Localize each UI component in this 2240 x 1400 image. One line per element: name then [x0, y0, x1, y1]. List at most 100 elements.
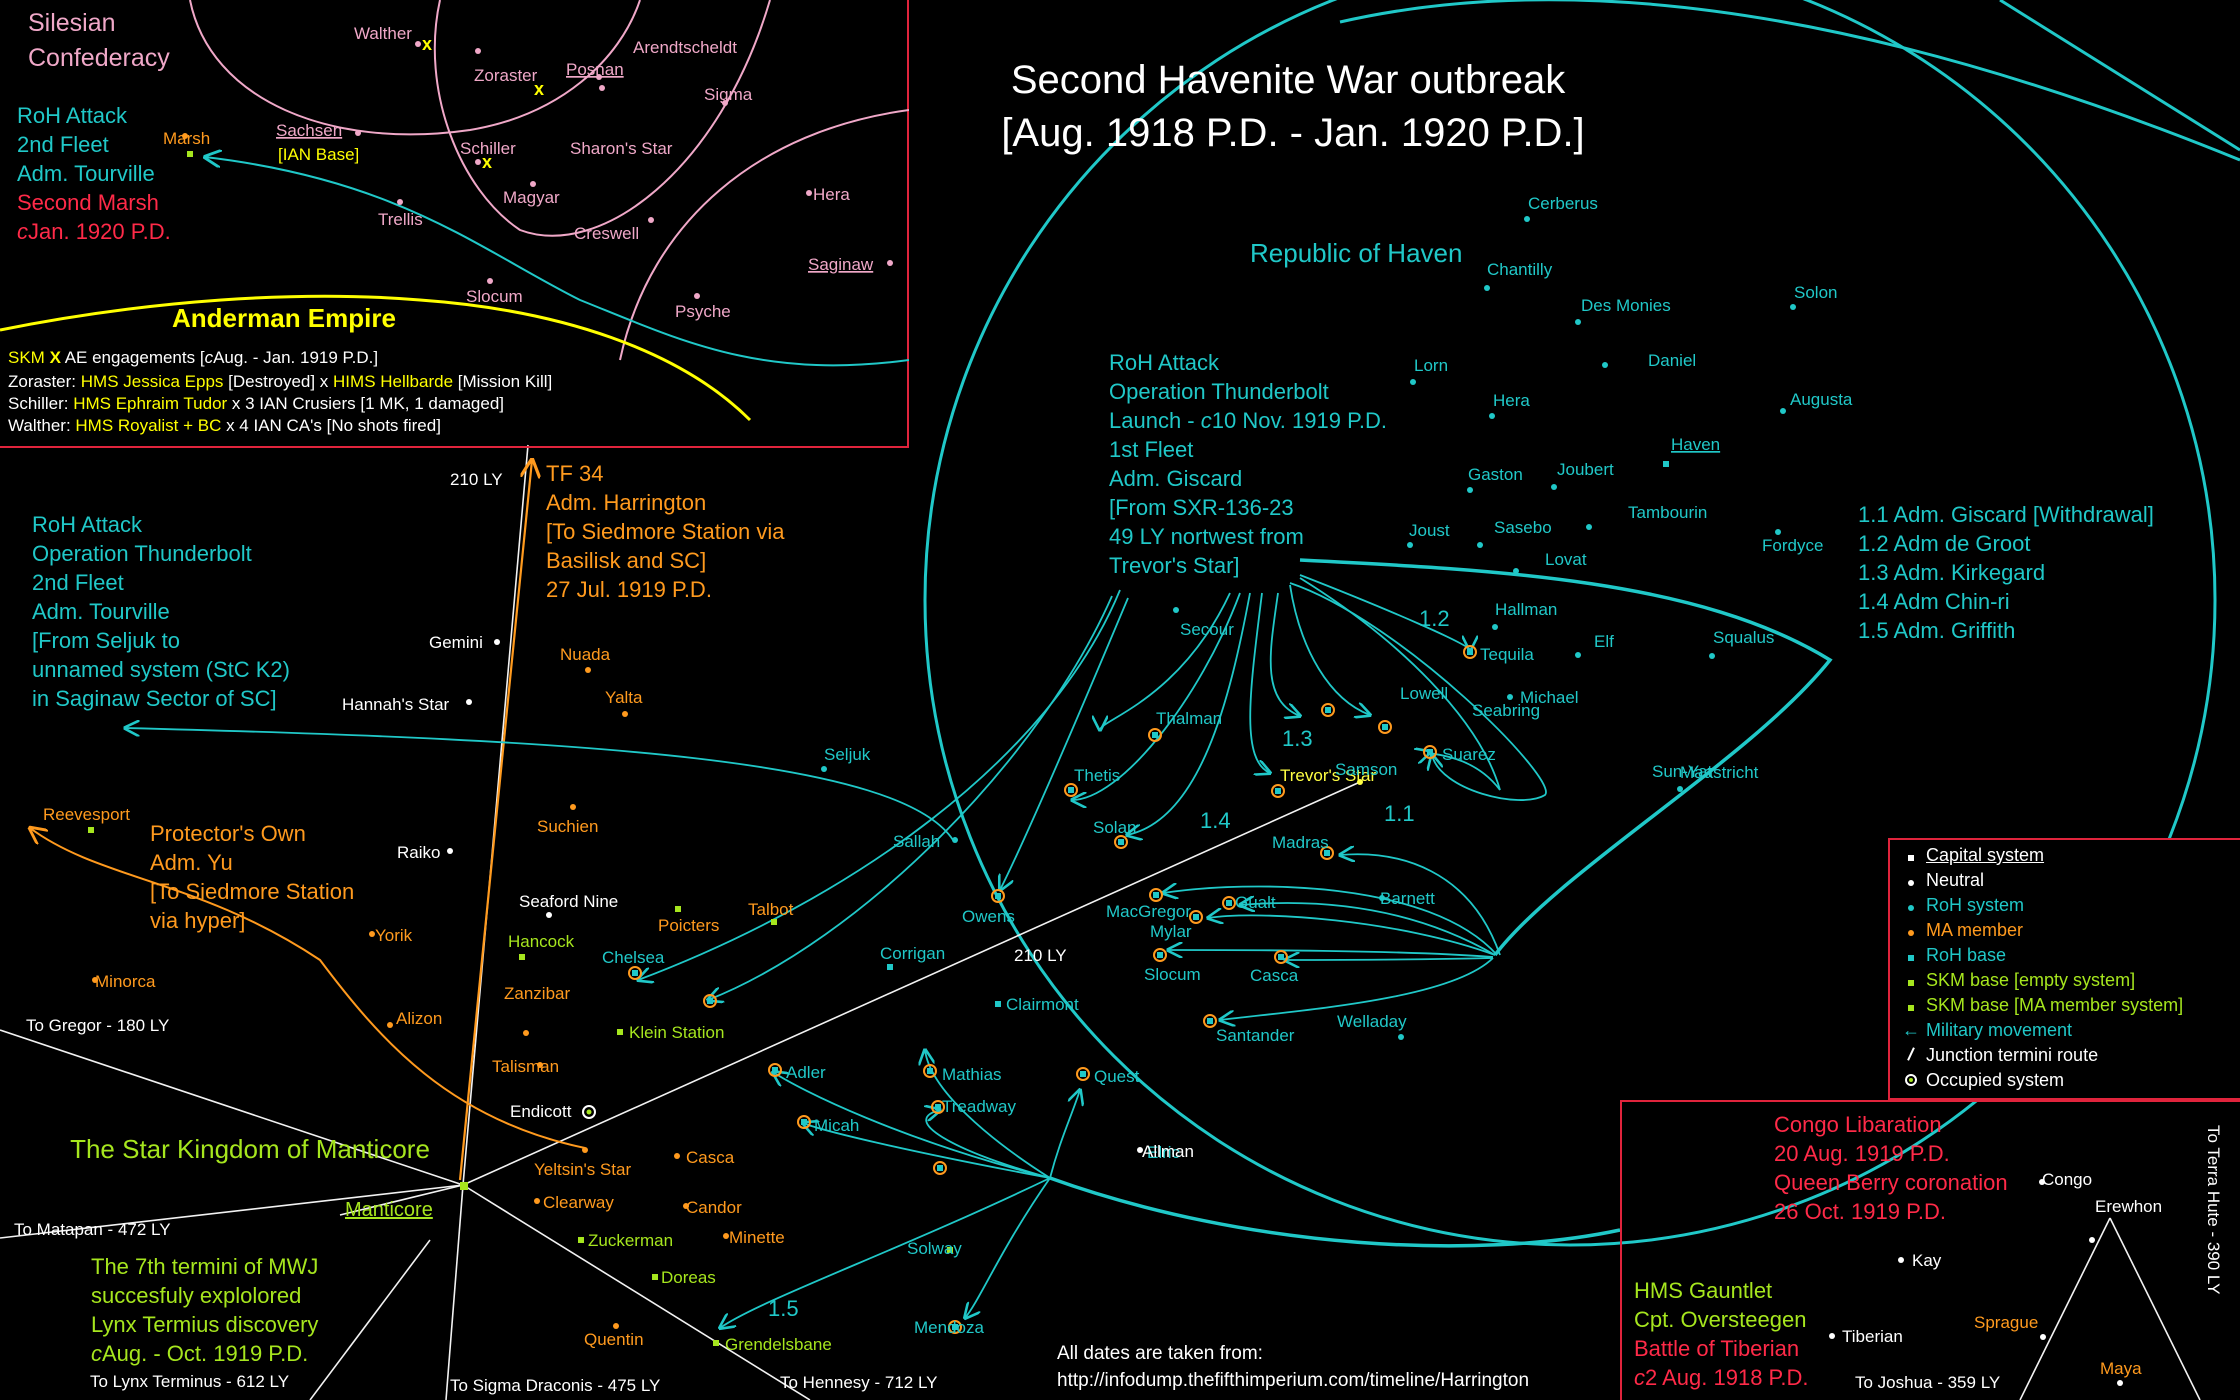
- thunderbolt-1st: RoH Attack: [1109, 350, 1220, 375]
- ma-system-label: Clearway: [543, 1193, 614, 1212]
- haven-system-label: Suarez: [1442, 745, 1496, 764]
- ma-system-label: Yalta: [605, 688, 643, 707]
- lynx-note: The 7th termini of MWJ: [91, 1254, 318, 1279]
- tf34-route: [458, 460, 532, 1181]
- haven-system-label: Elric: [1147, 1143, 1181, 1162]
- thunderbolt-1st: 49 LY nortwest from: [1109, 524, 1304, 549]
- thunderbolt-1st: Adm. Giscard: [1109, 466, 1242, 491]
- lynx-note: Lynx Termius discovery: [91, 1312, 318, 1337]
- fleet-tag: 1.3: [1282, 726, 1313, 751]
- thunderbolt-1st: Trevor's Star]: [1109, 553, 1240, 578]
- gauntlet-note: Cpt. Oversteegen: [1634, 1307, 1806, 1332]
- haven-system-label: Squalus: [1713, 628, 1774, 647]
- protector-label: [To Siedmore Station: [150, 879, 354, 904]
- protector-label: Adm. Yu: [150, 850, 233, 875]
- haven-systems: [821, 216, 1796, 1040]
- thunderbolt-2nd: Operation Thunderbolt: [32, 541, 252, 566]
- ma-system-label: Talbot: [748, 900, 794, 919]
- haven-system-label: Cerberus: [1528, 194, 1598, 213]
- fleet-tag: 1.4: [1200, 808, 1231, 833]
- fleet-list: 1.3 Adm. Kirkegard: [1858, 560, 2045, 585]
- fleet-tag: 1.1: [1384, 801, 1415, 826]
- distance-label: To Terra Hute - 390 LY: [2204, 1125, 2223, 1294]
- ma-system-label: Talisman: [492, 1057, 559, 1076]
- neutral-system-label: Congo: [2042, 1170, 2092, 1189]
- haven-system-label: Chantilly: [1487, 260, 1553, 279]
- congo-note: 26 Oct. 1919 P.D.: [1774, 1199, 1946, 1224]
- haven-system-label: Sun-Yat: [1652, 762, 1712, 781]
- ma-system-label: Poicters: [658, 916, 719, 935]
- haven-system-label: Clairmont: [1006, 995, 1079, 1014]
- endicott-marker: [582, 1105, 596, 1119]
- skm-bases: [88, 151, 953, 1346]
- ma-system-label: Zuckerman: [588, 1231, 673, 1250]
- fleet-list: 1.5 Adm. Griffith: [1858, 618, 2015, 643]
- neutral-system-label: Tiberian: [1842, 1327, 1903, 1346]
- distance-label: To Matapan - 472 LY: [14, 1220, 171, 1239]
- ma-system-label: Yeltsin's Star: [534, 1160, 631, 1179]
- ma-system-label: Klein Station: [629, 1023, 724, 1042]
- lynx-date: cAug. - Oct. 1919 P.D.: [91, 1341, 308, 1366]
- legend-marker-icon: [1902, 895, 1920, 916]
- fleet-tag: 1.2: [1419, 606, 1450, 631]
- fleet-list: 1.4 Adm Chin-ri: [1858, 589, 2010, 614]
- ma-system-label: Hancock: [508, 932, 575, 951]
- legend-item: RoH system: [1902, 893, 2183, 918]
- ma-system-label: Casca: [686, 1148, 735, 1167]
- haven-system-label: Joust: [1409, 521, 1450, 540]
- neutral-system-label: Gemini: [429, 633, 483, 652]
- neutral-system-label: Kay: [1912, 1251, 1942, 1270]
- haven-system-label: Solon: [1794, 283, 1837, 302]
- source-url: http://infodump.thefifthimperium.com/tim…: [1057, 1370, 1529, 1391]
- distance-label: To Sigma Draconis - 475 LY: [450, 1376, 660, 1395]
- haven-system-label: Lorn: [1414, 356, 1448, 375]
- ma-system-label: Quentin: [584, 1330, 644, 1349]
- haven-outer-arc: [1339, 0, 2240, 162]
- ma-system-label: Reevesport: [43, 805, 130, 824]
- legend-label: SKM base [MA member system]: [1926, 995, 2184, 1015]
- map-labels: Second Havenite War outbreak[Aug. 1918 P…: [14, 58, 2223, 1395]
- ma-system-label: Suchien: [537, 817, 598, 836]
- legend-label: Neutral: [1926, 870, 1985, 890]
- haven-system-label: Barnett: [1380, 889, 1435, 908]
- haven-system-label: Tequila: [1480, 645, 1534, 664]
- fleet-tag: 1.5: [768, 1296, 799, 1321]
- protector-label: Protector's Own: [150, 821, 306, 846]
- haven-system-label: Quest: [1094, 1067, 1140, 1086]
- haven-system-label: Owens: [962, 907, 1015, 926]
- haven-system-label: Solway: [907, 1239, 962, 1258]
- thunderbolt-2nd: unnamed system (StC K2): [32, 657, 290, 682]
- legend-marker-icon: ←: [1902, 1020, 1920, 1040]
- trevors-star-marker: [1357, 779, 1363, 785]
- ma-systems: [92, 133, 729, 1329]
- haven-system-label: MacGregor: [1106, 902, 1191, 921]
- congo-note: Congo Libaration: [1774, 1112, 1942, 1137]
- haven-system-label: Mendoza: [914, 1318, 984, 1337]
- distance-label: To Hennesy - 712 LY: [780, 1373, 938, 1392]
- thunderbolt-2nd: RoH Attack: [32, 512, 143, 537]
- haven-system-label: Chelsea: [602, 948, 665, 967]
- thunderbolt-2nd: in Saginaw Sector of SC]: [32, 686, 277, 711]
- legend-marker-icon: [1902, 845, 1920, 866]
- lynx-note: succesfuly explolored: [91, 1283, 301, 1308]
- haven-system-label: Tambourin: [1628, 503, 1707, 522]
- haven-system-label: Mathias: [942, 1065, 1002, 1084]
- legend-item: Occupied system: [1902, 1068, 2183, 1093]
- haven-system-label: Corrigan: [880, 944, 945, 963]
- neutral-system-label: Raiko: [397, 843, 440, 862]
- battle-tiberian: Battle of Tiberian: [1634, 1336, 1799, 1361]
- haven-system-label: Lowell: [1400, 684, 1448, 703]
- thunderbolt-1st: 1st Fleet: [1109, 437, 1193, 462]
- haven-system-label: Samson: [1335, 760, 1397, 779]
- neutral-system-label: Allman: [1142, 1142, 1194, 1161]
- legend-item: SKM base [MA member system]: [1902, 993, 2183, 1018]
- legend-label: RoH base: [1926, 945, 2007, 965]
- ma-system-label: Zanzibar: [504, 984, 570, 1003]
- haven-system-label: Thalman: [1156, 709, 1222, 728]
- haven-system-label: Madras: [1272, 833, 1329, 852]
- thunderbolt-2nd: Adm. Tourville: [32, 599, 170, 624]
- haven-system-label: Seabring: [1472, 701, 1540, 720]
- junction-routes: [0, 444, 2201, 1400]
- tf34-label: TF 34: [546, 461, 603, 486]
